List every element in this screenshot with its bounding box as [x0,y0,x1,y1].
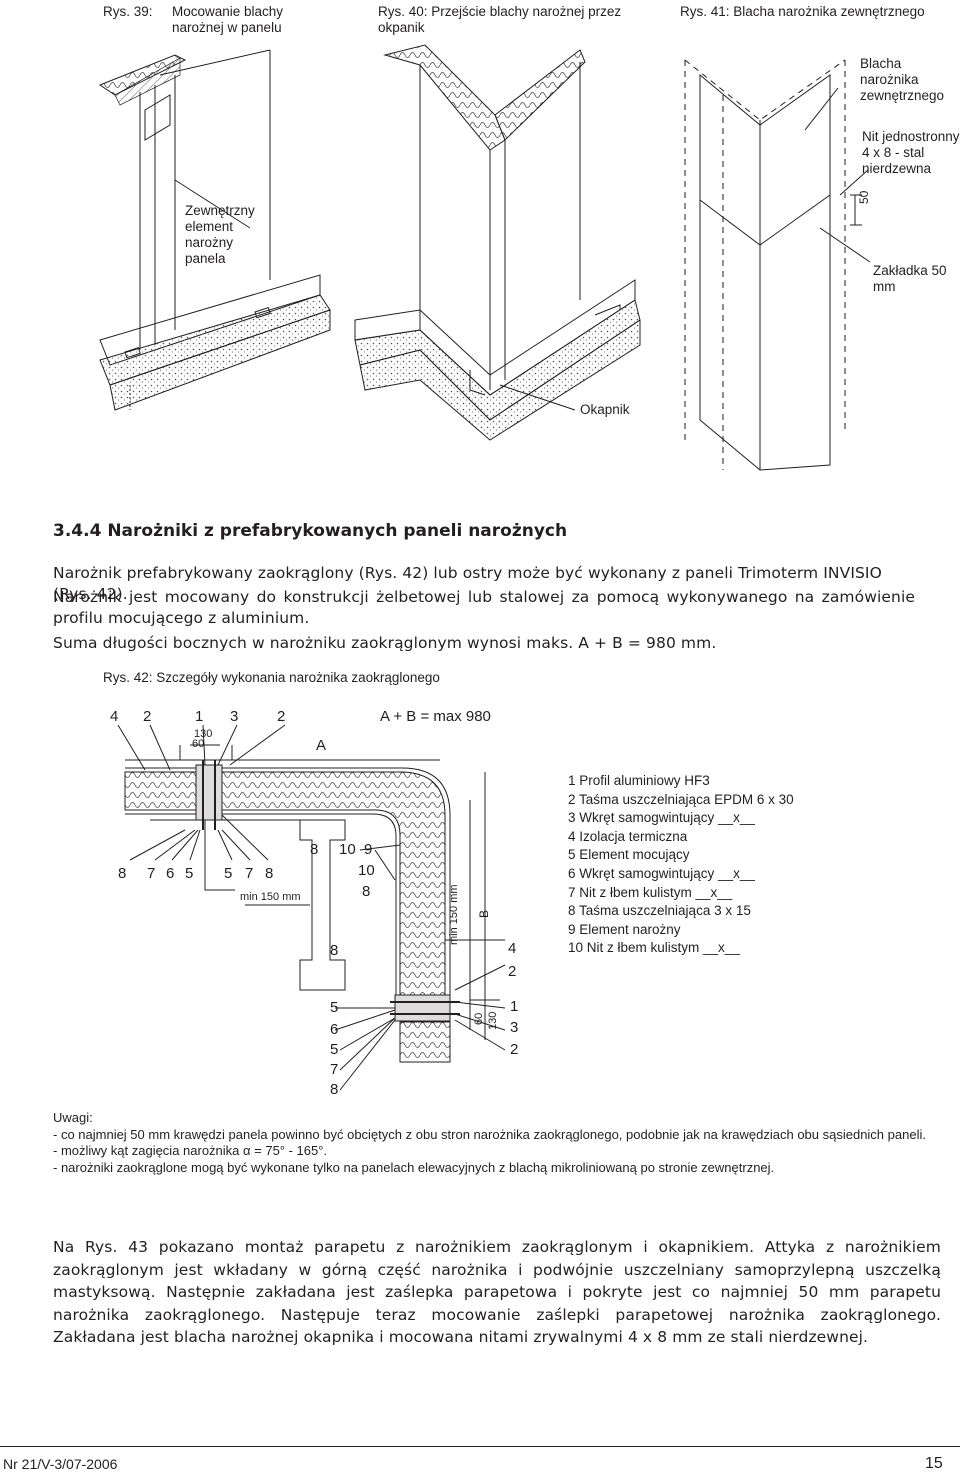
fig42-dim-60-bottom: 60 [473,1012,485,1025]
section-paragraph-2: Narożnik jest mocowany do konstrukcji że… [53,588,915,627]
fig42-num: 3 [510,1019,519,1036]
notes: Uwagi: - co najmniej 50 mm krawędzi pane… [53,1110,933,1176]
fig42-num: 10 [339,841,356,858]
fig42-formula: A + B = max 980 [380,708,491,725]
rys39-title: Mocowanie blachy narożnej w panelu [172,4,284,35]
fig41-label-zakladka: Zakładka 50 mm [873,263,947,294]
fig41-label-blacha: Blacha narożnika zewnętrznego [860,56,945,103]
fig42-label-A: A [316,737,327,754]
footer-rule [0,1446,960,1447]
fig42-num: 5 [224,865,233,882]
fig42-dim-130: 130 [194,728,213,740]
rys42-caption: Rys. 42: Szczegóły wykonania narożnika z… [103,670,440,685]
fig42-num: 1 [510,998,519,1015]
legend-item: 3 Wkręt samogwintujący __x__ [568,810,755,826]
section-heading: 3.4.4 Narożniki z prefabrykowanych panel… [53,521,568,541]
fig42-num: 8 [330,1081,339,1098]
fig39-drawing [98,49,331,411]
fig42-dim-60: 60 [192,738,205,750]
fig42-num: 7 [147,865,156,882]
fig42-num: 1 [195,708,204,725]
note-item: - co najmniej 50 mm krawędzi panela powi… [53,1126,926,1142]
rys41-title: Rys. 41: Blacha narożnika zewnętrznego [680,4,925,19]
note-item: - narożniki zaokrąglone mogą być wykonan… [53,1159,775,1175]
closing-paragraph: Na Rys. 43 pokazano montaż parapetu z na… [53,1238,941,1346]
section-paragraph-1: Narożnik prefabrykowany zaokrąglony (Rys… [53,564,882,603]
note-item: - możliwy kąt zagięcia narożnika α = 75°… [53,1143,328,1158]
fig42-legend: 1 Profil aluminiowy HF3 2 Taśma uszczeln… [568,772,794,958]
fig42-num: 9 [364,841,373,858]
legend-item: 8 Taśma uszczelniająca 3 x 15 [568,903,751,919]
legend-item: 6 Wkręt samogwintujący __x__ [568,865,755,881]
fig42-num: 7 [245,865,254,882]
fig42-num: 5 [330,999,339,1016]
fig42-num: 3 [230,708,239,725]
legend-item: 2 Taśma uszczelniająca EPDM 6 x 30 [568,791,794,807]
fig39-label: Zewnętrzny element narożny panela [185,203,255,266]
fig42-num: 7 [330,1061,339,1078]
fig42-num: 2 [143,708,152,725]
fig42-min150-vertical: min 150 mm [448,884,460,945]
fig41-label-nit: Nit jednostronny 4 x 8 - stal nierdzewna [862,129,960,176]
rys39-number: Rys. 39: [103,4,153,19]
fig42-num: 10 [358,862,375,879]
fig42-num: 2 [277,708,286,725]
fig42-num: 4 [110,708,119,725]
fig42-num: 2 [508,963,517,980]
legend-item: 7 Nit z łbem kulistym __x__ [568,884,733,900]
fig42-dim-130-bottom: 130 [487,1011,499,1030]
fig42-num: 8 [330,942,339,959]
fig42-num: 5 [330,1041,339,1058]
legend-item: 4 Izolacja termiczna [568,828,688,844]
legend-item: 1 Profil aluminiowy HF3 [568,773,710,788]
legend-item: 9 Element narożny [568,921,681,937]
section-paragraph-3: Suma długości bocznych w narożniku zaokr… [53,634,717,652]
fig42-num: 6 [166,865,175,882]
page-number: 15 [925,1455,943,1472]
fig42-drawing [117,724,506,1091]
legend-item: 10 Nit z łbem kulistym __x__ [568,940,740,956]
fig42-num: 8 [362,883,371,900]
fig41-dim-50: 50 [857,190,871,204]
fig40-label: Okapnik [580,402,630,417]
fig42-num: 6 [330,1021,339,1038]
fig42-label-B: B [477,909,491,918]
notes-title: Uwagi: [53,1110,93,1125]
fig40-drawing [354,44,641,441]
footer-doc-number: Nr 21/V-3/07-2006 [3,1456,118,1472]
fig42-num: 8 [118,865,127,882]
fig42-num: 5 [185,865,194,882]
fig42-num: 4 [508,940,517,957]
fig41-drawing [684,59,871,471]
legend-item: 5 Element mocujący [568,847,690,863]
rys40-title: Rys. 40: Przejście blachy narożnej przez… [378,4,622,35]
fig42-num: 8 [265,865,274,882]
fig42-num: 2 [510,1041,519,1058]
fig42-num: 8 [310,841,319,858]
fig42-min150: min 150 mm [240,891,301,903]
